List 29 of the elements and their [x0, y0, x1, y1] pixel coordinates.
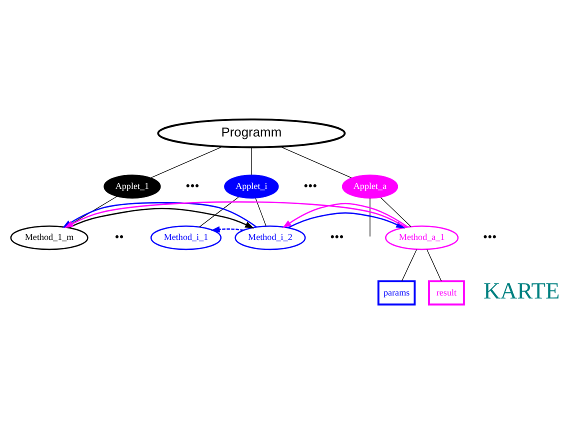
arrow: [210, 226, 244, 232]
connector: [150, 146, 224, 178]
connector: [401, 248, 417, 281]
node-box: result: [428, 280, 465, 305]
connector: [255, 198, 266, 226]
node-ellipse: Method_a_1: [385, 224, 459, 250]
node-ellipse: Applet_a: [342, 174, 398, 198]
node-ellipse: Applet_i: [224, 174, 279, 198]
label: •••: [330, 228, 344, 244]
node-ellipse: Method_i_2: [234, 224, 306, 250]
label: KARTE: [483, 278, 560, 304]
node-ellipse: Applet_1: [104, 174, 161, 198]
node-ellipse: Method_1_m: [10, 224, 88, 250]
connector: [426, 248, 442, 281]
connector: [380, 196, 412, 226]
arrow: [282, 202, 408, 228]
connector: [251, 146, 252, 175]
connector: [199, 196, 239, 227]
node-ellipse: Programm: [157, 118, 346, 148]
label: •••: [186, 177, 200, 192]
arrow: [288, 212, 406, 228]
arrow: [64, 200, 406, 228]
arrow: [68, 207, 254, 228]
node-box: params: [377, 280, 416, 305]
label: ••: [114, 228, 124, 244]
label: •••: [304, 177, 318, 192]
connector: [280, 146, 352, 178]
label: •••: [483, 228, 497, 244]
connector: [65, 196, 118, 228]
